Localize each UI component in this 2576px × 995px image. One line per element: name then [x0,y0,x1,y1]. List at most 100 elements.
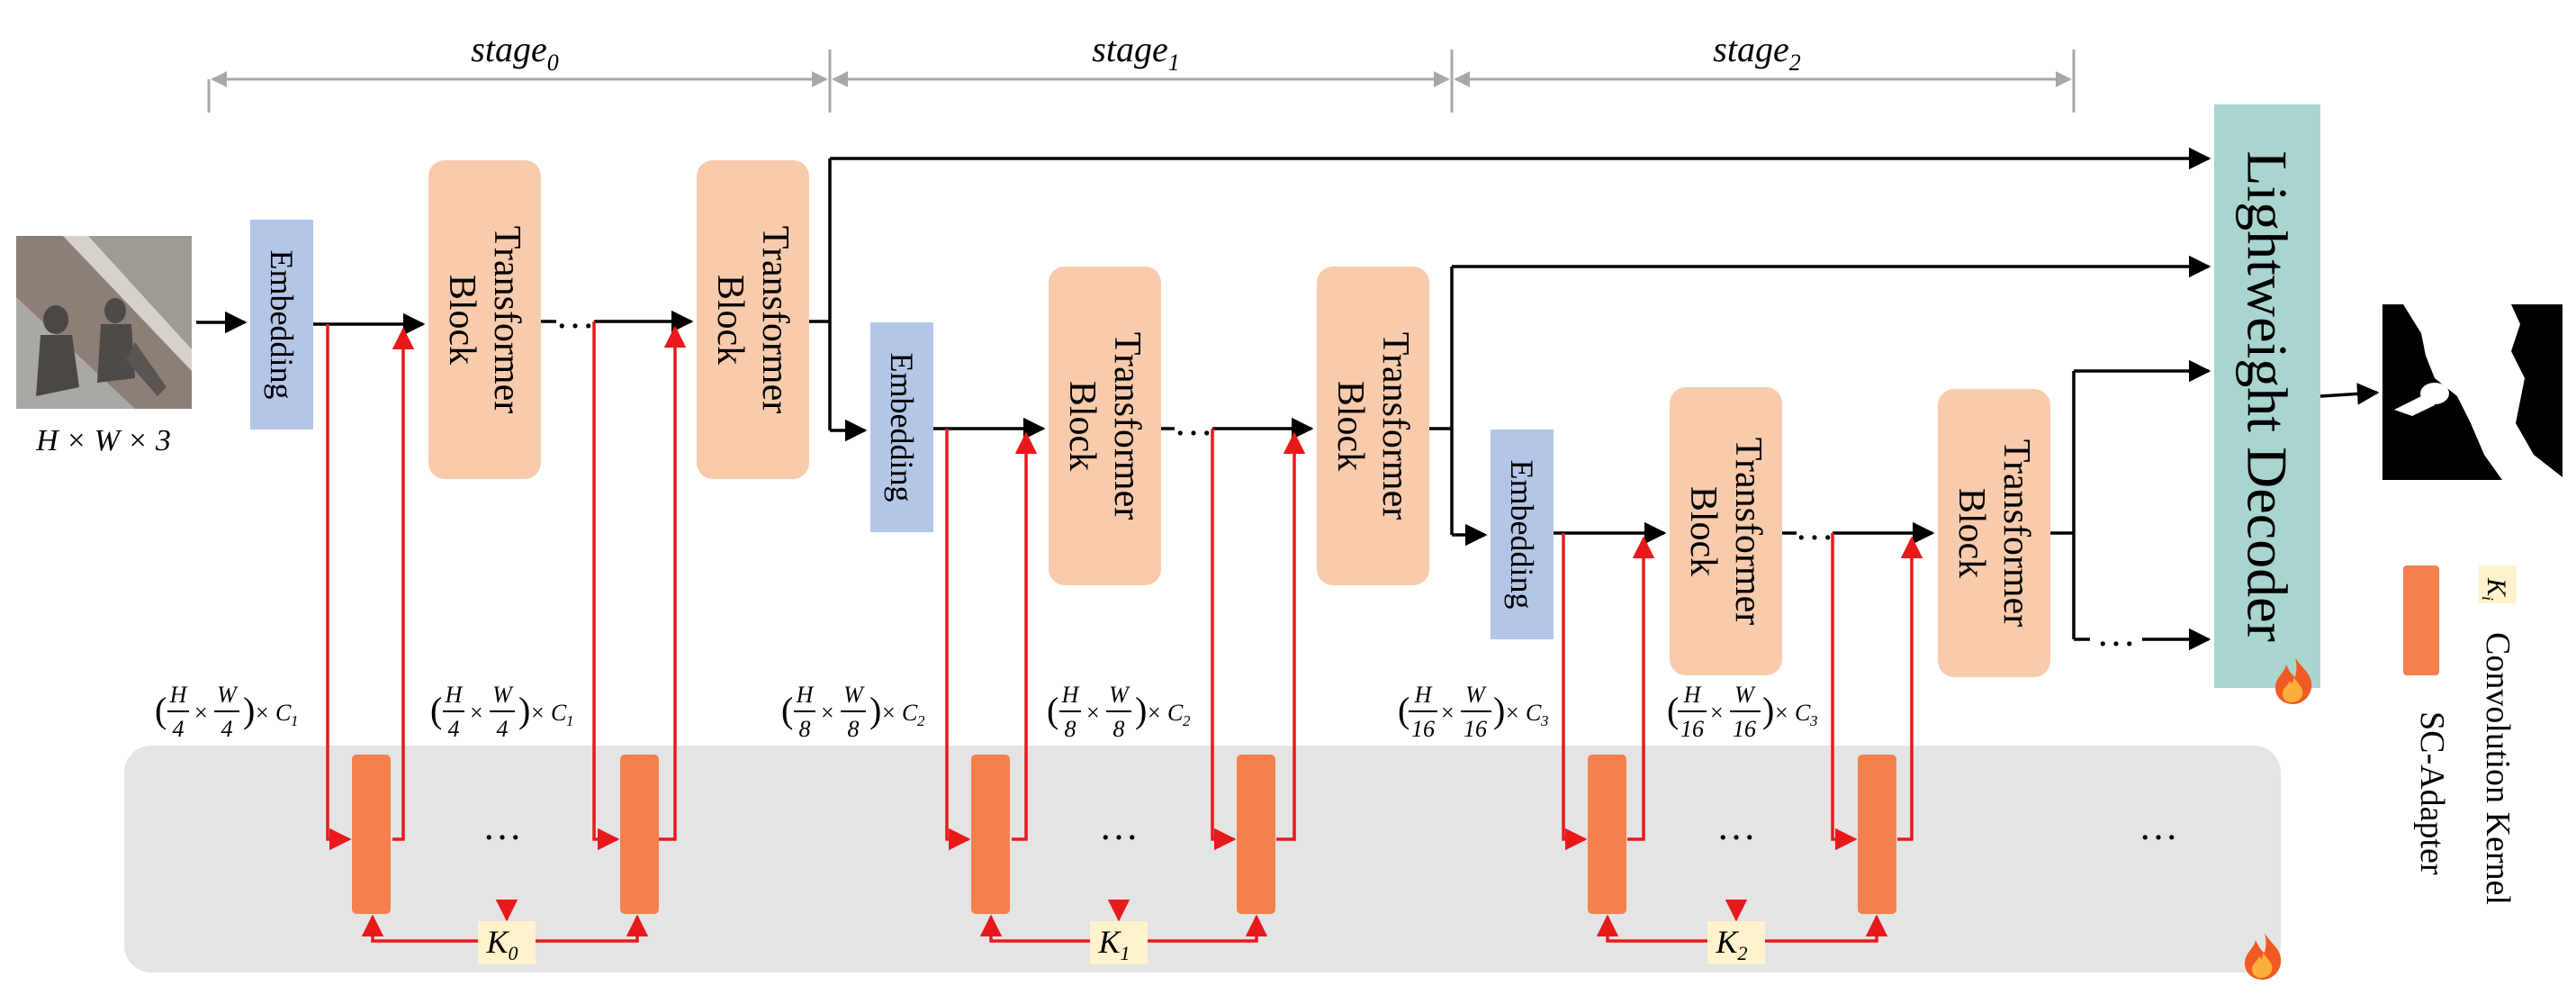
svg-text:×: × [531,700,545,726]
transformer-blocks: TransformerBlock TransformerBlock Transf… [428,160,2050,677]
svg-text:TransformerBlock: TransformerBlock [441,226,527,413]
svg-text:(: ( [1667,690,1679,730]
fire-icon [2245,933,2282,980]
svg-text:4: 4 [497,716,509,742]
svg-text:TransformerBlock: TransformerBlock [1682,438,1769,625]
svg-text:2: 2 [917,712,925,729]
transformer-block: TransformerBlock [1670,387,1782,675]
ellipsis: … [482,804,522,848]
svg-text:1: 1 [566,712,574,729]
kernel-box [1707,921,1765,964]
svg-text:C: C [902,700,918,726]
svg-text:): ) [869,690,881,730]
svg-text:H: H [1683,682,1702,708]
sc-adapter-blocks [352,755,1896,914]
svg-text:8: 8 [1065,716,1076,742]
transformer-block: TransformerBlock [1938,389,2050,677]
kernel-boxes: K0 K1 K2 [478,921,1765,964]
svg-text:8: 8 [799,716,811,742]
svg-text:TransformerBlock: TransformerBlock [1061,332,1148,520]
decoder-label: Lightweight Decoder [2236,150,2300,642]
embedding-label: Embedding [264,250,300,400]
legend: SC-Adapter Ki Convolution Kernel [2403,565,2517,905]
output-mask [2382,304,2562,480]
svg-text:(: ( [781,690,793,730]
svg-text:8: 8 [848,716,860,742]
svg-text:×: × [194,700,208,726]
stage-1-label: stage1 [1092,29,1179,76]
svg-text:3: 3 [1809,712,1818,729]
svg-text:(: ( [430,690,442,730]
svg-text:): ) [1493,690,1505,730]
dim-label-1: ( H 4 × W 4 ) × C 1 [430,682,574,742]
svg-text:×: × [1710,700,1724,726]
ellipsis: … [555,293,595,337]
ellipsis: … [1716,804,1756,848]
svg-text:16: 16 [1733,716,1756,742]
dim-label-0: ( H 4 × W 4 ) × C 1 [155,682,299,742]
embedding-block-2 [1491,430,1554,639]
ellipsis: … [2096,611,2136,655]
ellipsis: … [1099,804,1139,848]
svg-text:C: C [275,700,292,726]
dim-label-2: ( H 8 × W 8 ) × C 2 [781,682,925,742]
legend-kernel-symbol: Ki [2479,577,2511,601]
ellipsis: … [2139,804,2178,848]
svg-text:W: W [1734,682,1756,708]
svg-text:): ) [1762,690,1774,730]
svg-text:×: × [470,700,483,726]
svg-text:×: × [821,700,834,726]
svg-text:4: 4 [448,716,460,742]
svg-text:TransformerBlock: TransformerBlock [1329,332,1416,520]
transformer-block: TransformerBlock [428,160,541,479]
svg-text:H: H [169,682,188,708]
transformer-block: TransformerBlock [1049,267,1161,585]
ellipsis: … [1795,504,1834,548]
sc-adapter-block [1588,755,1626,914]
svg-text:×: × [1775,700,1788,726]
svg-text:2: 2 [1183,712,1191,729]
legend-adapter-swatch [2403,565,2439,675]
svg-text:(: ( [155,690,167,730]
ellipsis-markers: … … … … … … … … [482,293,2178,848]
stage-2-label: stage2 [1713,29,1800,76]
embedding-blocks: Embedding Embedding Embedding [250,220,1554,639]
transformer-block: TransformerBlock [1317,267,1429,585]
svg-text:(: ( [1398,690,1410,730]
stage-lines [207,50,2076,113]
svg-text:8: 8 [1113,716,1125,742]
embedding-block-1 [870,322,933,532]
kernel-box [478,921,536,964]
svg-text:×: × [1086,700,1100,726]
legend-adapter-text: SC-Adapter [2413,711,2451,875]
embedding-label: Embedding [1504,460,1540,610]
svg-text:16: 16 [1680,716,1704,742]
sc-adapter-block [620,755,659,914]
kernel-box [1090,921,1148,964]
sc-adapter-block [971,755,1010,914]
input-image [16,236,192,409]
svg-text:C: C [551,700,567,726]
svg-text:C: C [1167,700,1184,726]
legend-kernel-swatch [2479,565,2517,603]
input-size-label: H × W × 3 [35,424,171,457]
svg-text:4: 4 [221,716,233,742]
legend-kernel-text: Convolution Kernel [2479,632,2517,905]
svg-text:1: 1 [291,712,299,729]
svg-text:): ) [243,690,255,730]
embedding-block-0 [250,220,313,430]
svg-text:): ) [518,690,530,730]
dim-label-3: ( H 8 × W 8 ) × C 2 [1047,682,1191,742]
svg-text:TransformerBlock: TransformerBlock [709,226,796,413]
data-flow-arrows [196,147,2380,651]
svg-text:H: H [1061,682,1080,708]
svg-text:W: W [843,682,865,708]
svg-text:W: W [217,682,239,708]
sc-adapter-block [1237,755,1275,914]
svg-text:H: H [1414,682,1433,708]
kernel-label: K1 [1097,924,1130,964]
embedding-label: Embedding [884,353,920,502]
sc-adapter-block [1858,755,1896,914]
svg-text:C: C [1795,700,1811,726]
